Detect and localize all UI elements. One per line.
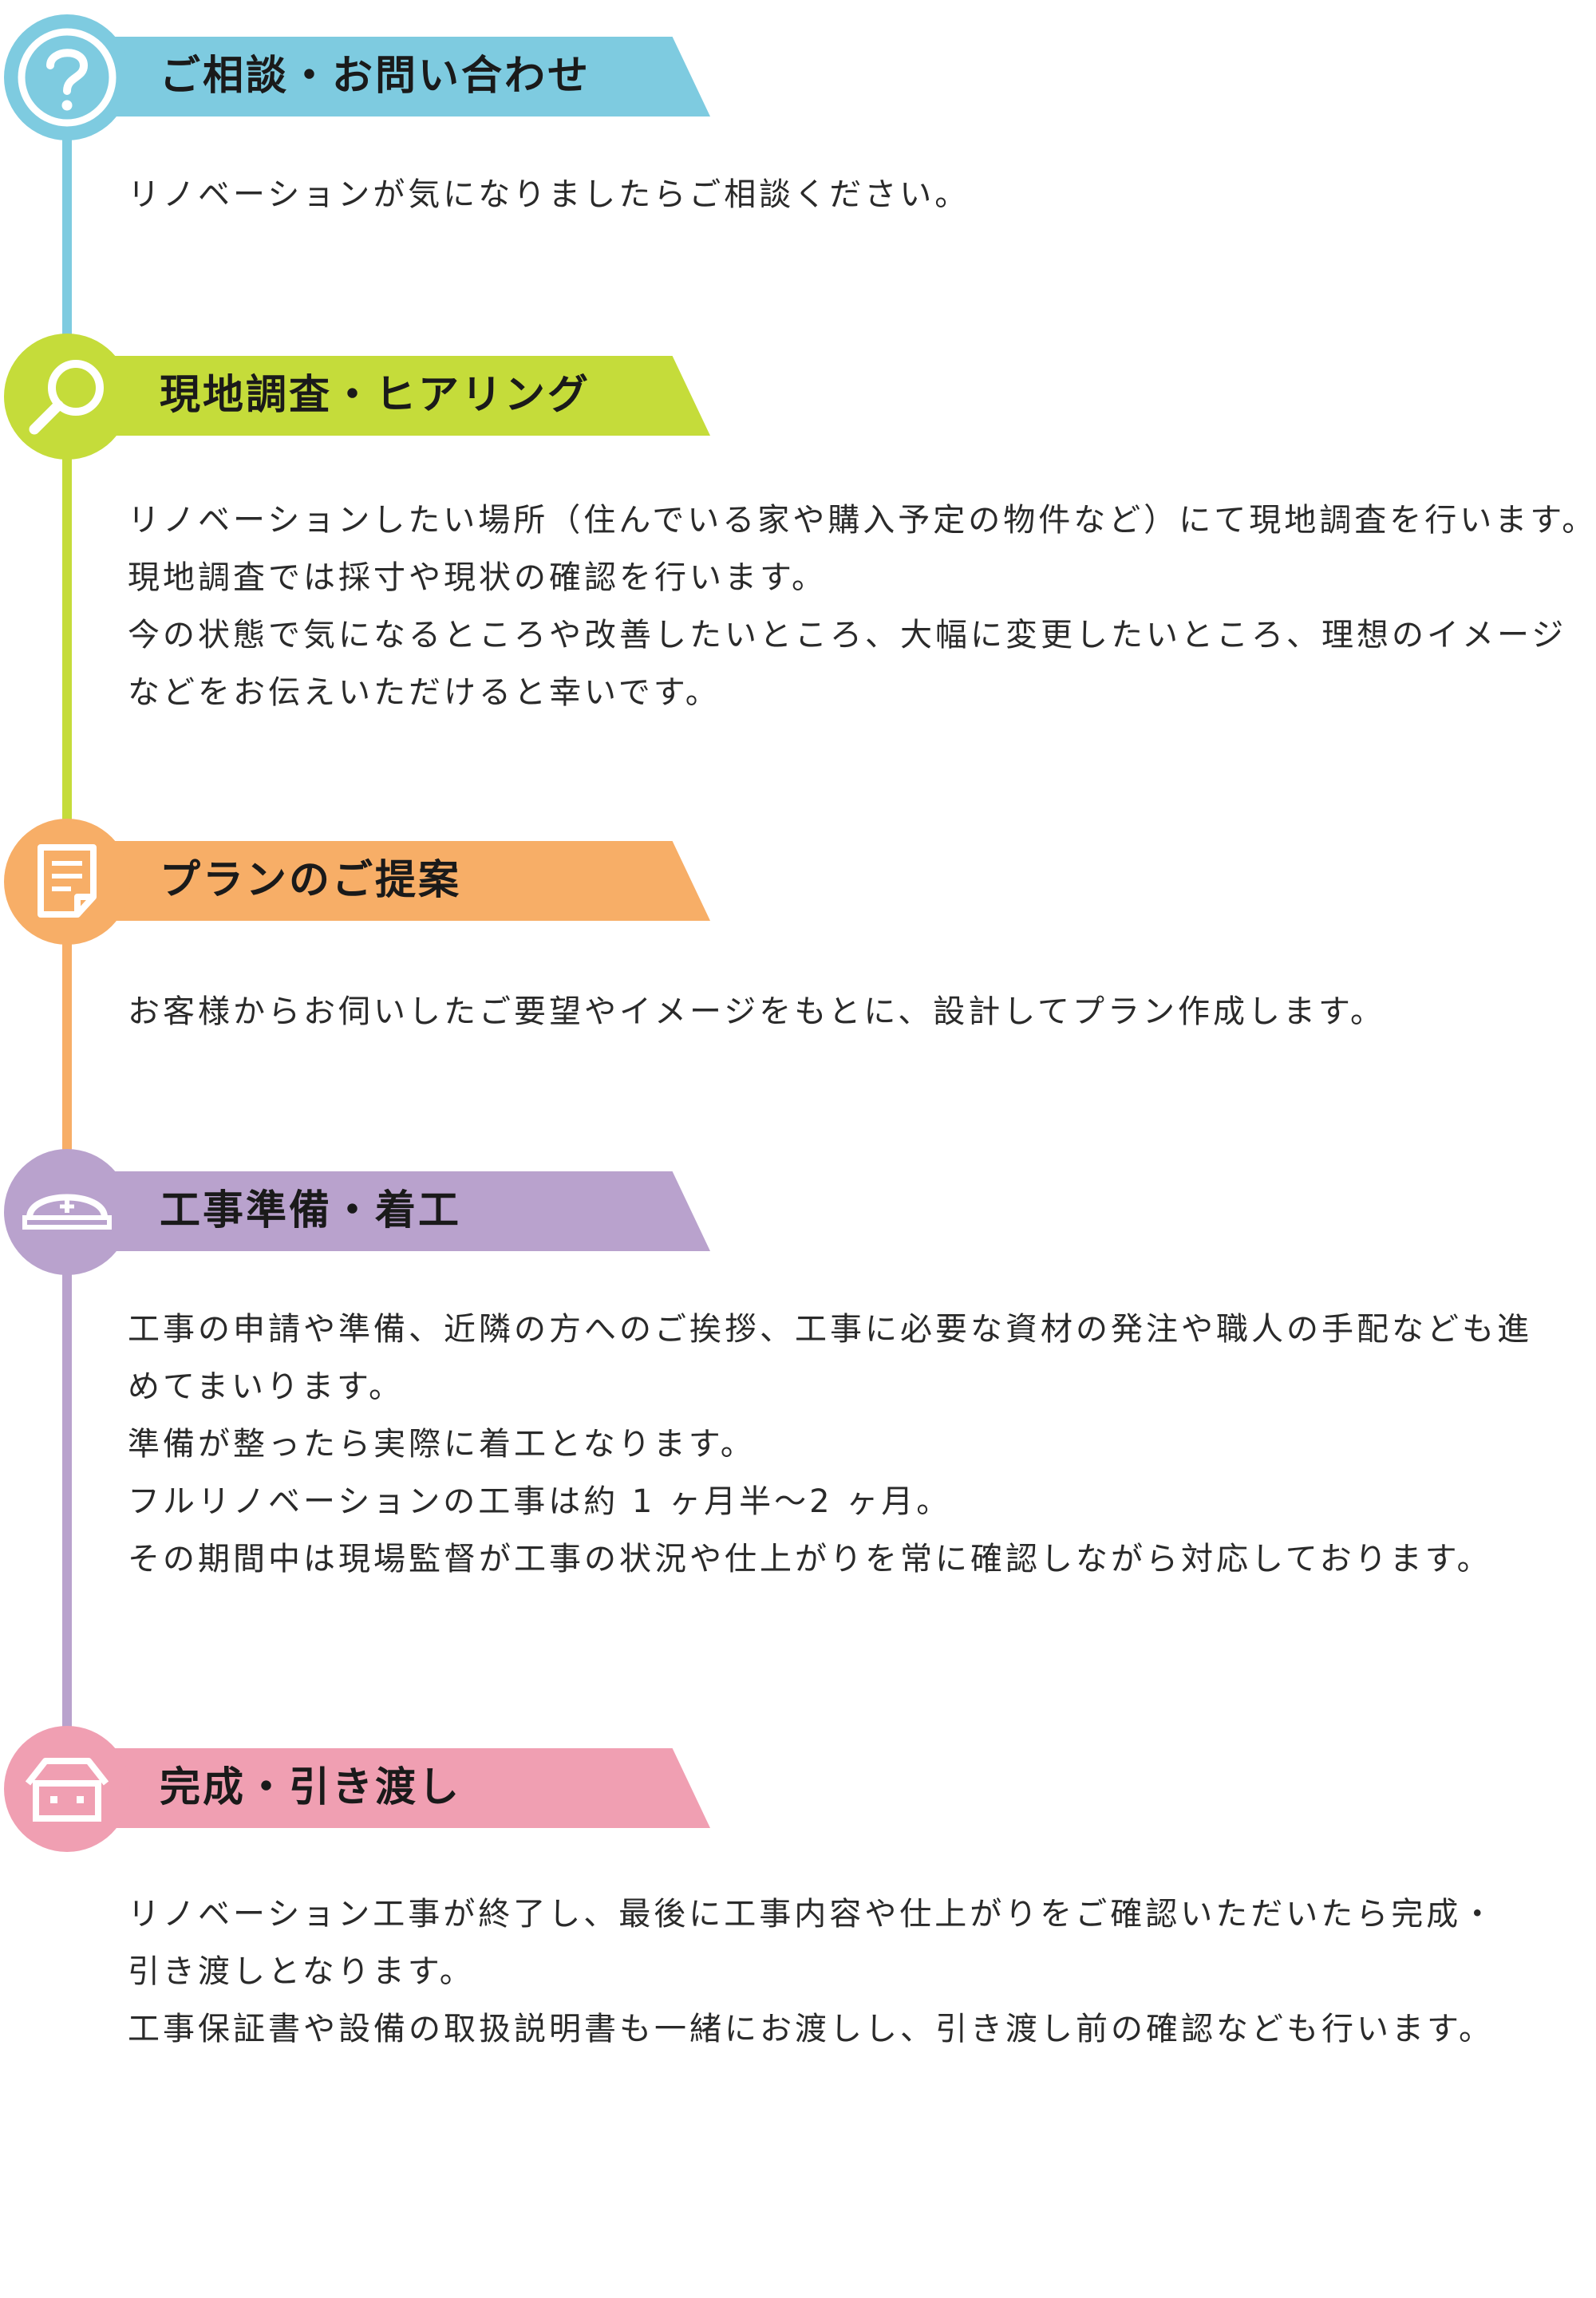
step-badge [4, 14, 130, 140]
description-line: リノベーションしたい場所（住んでいる家や購入予定の物件など）にて現地調査を行いま… [128, 502, 1596, 539]
step-banner [80, 841, 710, 921]
description-line: 引き渡しとなります。 [128, 1953, 475, 1990]
connector-line-4 [62, 1269, 72, 1739]
description-line: その期間中は現場監督が工事の状況や仕上がりを常に確認しながら対応しております。 [128, 1541, 1492, 1577]
step-description: リノベーションが気になりましたらご相談ください。 [128, 166, 1580, 223]
document-icon [38, 844, 97, 918]
step-description: リノベーション工事が終了し、最後に工事内容や仕上がりをご確認いただいたら完成・ … [128, 1885, 1580, 2058]
step-banner [80, 1748, 710, 1828]
connector-line-3 [62, 934, 72, 1165]
step-title: ご相談・お問い合わせ [160, 53, 591, 100]
description-line: リノベーション工事が終了し、最後に工事内容や仕上がりをご確認いただいたら完成・ [128, 1896, 1497, 1933]
step-badge [4, 819, 130, 945]
step-badge [4, 334, 130, 460]
description-line: 現地調査では採寸や現状の確認を行います。 [128, 559, 827, 596]
step-banner [80, 1171, 710, 1251]
question-icon [18, 28, 117, 127]
description-line: めてまいります。 [128, 1368, 404, 1405]
helmet-icon [22, 1194, 112, 1230]
step-title: 工事準備・着工 [160, 1187, 462, 1234]
connector-line-2 [62, 447, 72, 830]
description-line: 工事の申請や準備、近隣の方へのご挨拶、工事に必要な資材の発注や職人の手配なども進 [128, 1311, 1532, 1348]
description-line: リノベーションが気になりましたらご相談ください。 [128, 176, 970, 213]
description-line: お客様からお伺いしたご要望やイメージをもとに、設計してプラン作成します。 [128, 993, 1385, 1030]
step-description: お客様からお伺いしたご要望やイメージをもとに、設計してプラン作成します。 [128, 983, 1580, 1040]
step-badge [4, 1149, 130, 1275]
step-title: プランのご提案 [160, 857, 462, 904]
step-banner [80, 37, 710, 116]
connector-line-1 [62, 120, 72, 343]
step-badge [4, 1726, 130, 1852]
step-title: 現地調査・ヒアリング [160, 372, 591, 419]
magnifier-icon [29, 360, 104, 435]
step-description: リノベーションしたい場所（住んでいる家や購入予定の物件など）にて現地調査を行いま… [128, 492, 1596, 721]
step-description: 工事の申請や準備、近隣の方へのご挨拶、工事に必要な資材の発注や職人の手配なども進… [128, 1301, 1580, 1588]
step-title: 完成・引き渡し [160, 1764, 462, 1811]
step-banner [80, 356, 710, 436]
description-line: 準備が整ったら実際に着工となります。 [128, 1426, 756, 1463]
description-line: 工事保証書や設備の取扱説明書も一緒にお渡しし、引き渡し前の確認なども行います。 [128, 2011, 1494, 2047]
house-icon [25, 1758, 109, 1822]
description-line: などをお伝えいただけると幸いです。 [128, 674, 721, 711]
description-line: 今の状態で気になるところや改善したいところ、大幅に変更したいところ、理想のイメー… [128, 617, 1567, 653]
description-line: フルリノベーションの工事は約 1 ヶ月半〜2 ヶ月。 [128, 1483, 952, 1520]
